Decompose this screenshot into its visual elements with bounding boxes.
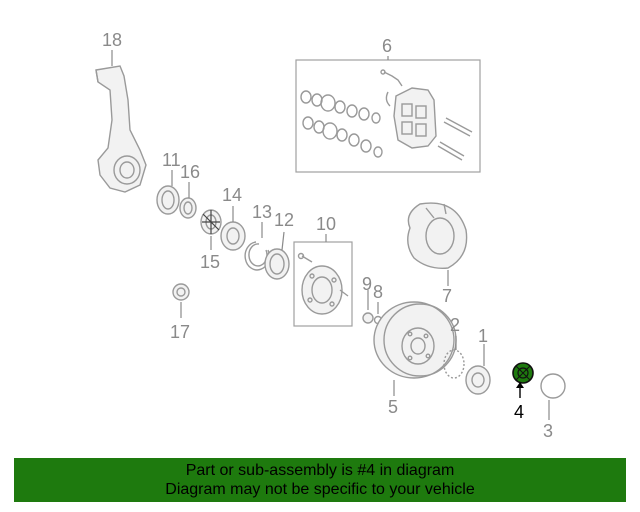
- callout-17[interactable]: 17: [170, 322, 190, 342]
- leader-4-arrowhead: [516, 382, 524, 388]
- part-1-hub-flange[interactable]: [465, 365, 491, 395]
- info-banner: Part or sub-assembly is #4 in diagram Di…: [14, 458, 626, 502]
- parts-diagram: 18 6 11: [95, 30, 566, 441]
- part-3-cap[interactable]: [540, 373, 566, 399]
- part-4-hub-cap-highlighted[interactable]: [512, 362, 534, 384]
- callout-15[interactable]: 15: [200, 252, 220, 272]
- part-6-caliper-components[interactable]: [300, 69, 473, 161]
- callout-16[interactable]: 16: [180, 162, 200, 182]
- callout-11[interactable]: 11: [162, 150, 181, 170]
- callout-1[interactable]: 1: [478, 326, 488, 346]
- part-5-brake-rotor[interactable]: [373, 301, 457, 379]
- part-16-bearing[interactable]: [179, 197, 197, 219]
- part-11-seal[interactable]: [156, 185, 180, 215]
- callout-5[interactable]: 5: [388, 397, 398, 417]
- callout-3[interactable]: 3: [543, 421, 553, 441]
- banner-line-1: Part or sub-assembly is #4 in diagram: [185, 462, 455, 479]
- callout-14[interactable]: 14: [222, 185, 242, 205]
- part-9-nut[interactable]: [362, 312, 374, 324]
- part-14-bearing-race[interactable]: [220, 221, 246, 251]
- part-18-steering-knuckle[interactable]: [95, 65, 147, 193]
- callout-9[interactable]: 9: [362, 274, 372, 294]
- callout-12[interactable]: 12: [274, 210, 294, 230]
- part-17-seal[interactable]: [172, 283, 190, 301]
- callout-4[interactable]: 4: [514, 402, 524, 422]
- callout-6[interactable]: 6: [382, 36, 392, 56]
- callout-13[interactable]: 13: [252, 202, 272, 222]
- callout-8[interactable]: 8: [373, 282, 383, 302]
- part-7-dust-shield[interactable]: [407, 202, 468, 269]
- callout-2[interactable]: 2: [450, 315, 460, 335]
- part-15-roller-bearing[interactable]: [200, 209, 222, 235]
- part-12-seal[interactable]: [264, 248, 290, 280]
- leader-12: [281, 231, 285, 251]
- callout-7[interactable]: 7: [442, 286, 452, 306]
- part-2-gasket[interactable]: [443, 349, 465, 379]
- banner-line-2: Diagram may not be specific to your vehi…: [165, 481, 475, 498]
- callout-10[interactable]: 10: [316, 214, 336, 234]
- callout-18[interactable]: 18: [102, 30, 122, 50]
- part-10-hub[interactable]: [297, 252, 349, 315]
